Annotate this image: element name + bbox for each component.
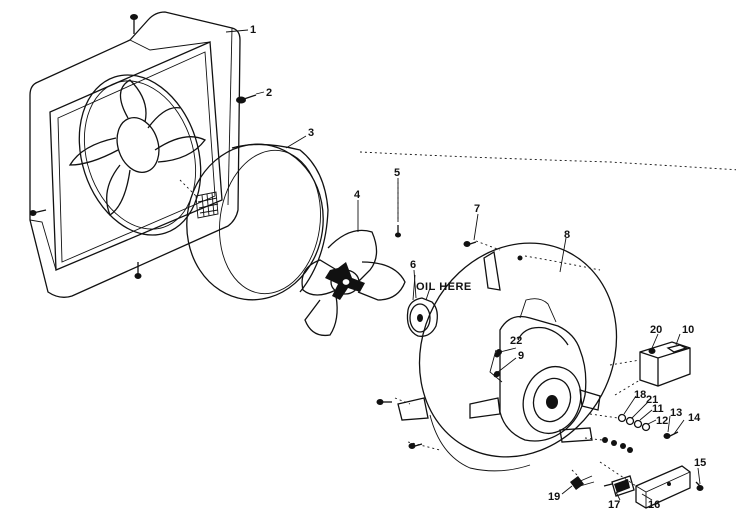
part-17-connector: [603, 475, 635, 497]
callout-5: 5: [394, 167, 400, 179]
plate-screw-bottom-icon: [408, 443, 423, 449]
part-15-screw-icon: [695, 481, 704, 491]
part-4-fan-blade: [301, 229, 406, 337]
callout-2: 2: [266, 87, 272, 99]
frame-screw-top-icon: [130, 14, 138, 34]
callout-7: 7: [474, 203, 480, 215]
callout-22: 22: [510, 335, 522, 347]
callout-18: 18: [634, 389, 646, 401]
callout-1: 1: [250, 24, 256, 36]
part-9-washer-icon: [494, 371, 500, 377]
callout-labels: 1 2 3 4 5 6 7 8 9 10 11 12 13 14 15 16 1…: [250, 24, 706, 511]
frame-screw-left-icon: [29, 209, 47, 216]
callout-6: 6: [410, 259, 416, 271]
callout-9: 9: [518, 350, 524, 362]
part-22-nut-icon: [496, 349, 502, 355]
plate-screw-left-icon: [376, 399, 392, 405]
callout-12: 12: [656, 415, 668, 427]
part-2-screw-icon: [236, 94, 257, 104]
frame-screw-bottom-icon: [134, 262, 142, 279]
callout-10: 10: [682, 324, 694, 336]
part-20-nut-icon: [648, 348, 656, 354]
callout-16: 16: [648, 499, 660, 511]
part-1-fan-housing: [29, 11, 241, 298]
part-3-shroud-ring: [179, 143, 329, 301]
part-8-motor-mount-plate: [359, 151, 736, 472]
oil-here-note: OIL HERE: [416, 281, 472, 293]
washer-stack-icon: [584, 413, 651, 453]
callout-17: 17: [608, 499, 620, 511]
callout-11: 11: [652, 403, 664, 415]
part-7-clip-icon: [463, 240, 501, 251]
callout-3: 3: [308, 127, 314, 139]
shroud-mesh-icon: [195, 191, 219, 219]
part-6-bearing: [406, 274, 438, 337]
part-10-switch-box: [609, 341, 691, 396]
callout-15: 15: [694, 457, 706, 469]
callout-4: 4: [354, 189, 361, 201]
callout-13: 13: [670, 407, 682, 419]
part-19-knob: [570, 469, 595, 490]
part-16-cover-plate: [599, 461, 691, 509]
callout-14: 14: [688, 412, 701, 424]
callout-8: 8: [564, 229, 570, 241]
callout-19: 19: [548, 491, 560, 503]
leader-lines: [225, 29, 701, 501]
part-13-screw-icon: [663, 431, 679, 439]
callout-21: 21: [646, 394, 658, 406]
callout-20: 20: [650, 324, 662, 336]
